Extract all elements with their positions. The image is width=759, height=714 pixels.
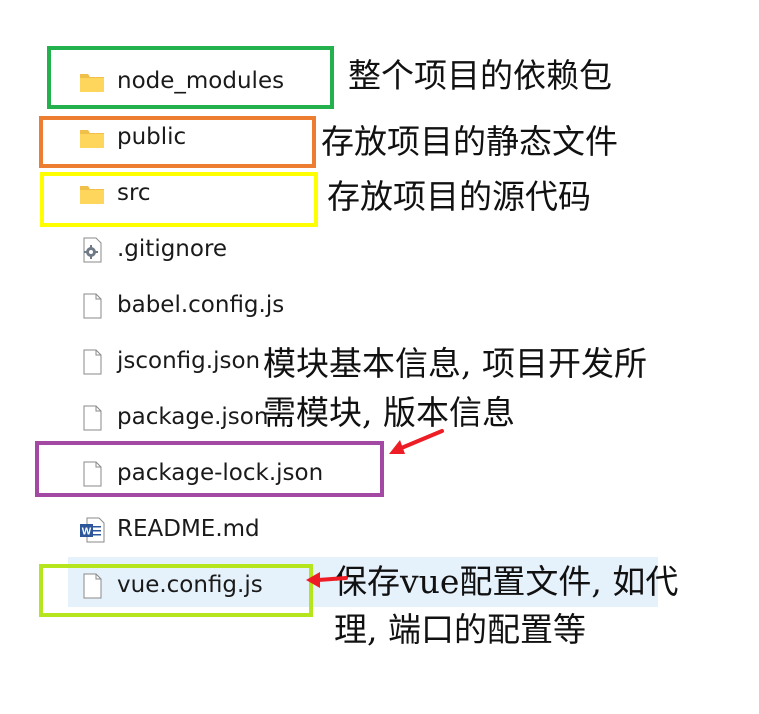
red-arrow-icon: [389, 429, 444, 454]
vue-config-highlight-box: [39, 564, 313, 617]
file-name: .gitignore: [117, 236, 228, 262]
file-name: package-lock.json: [117, 460, 324, 486]
file-icon: [83, 405, 102, 431]
file-row-babel-config[interactable]: babel.config.js: [70, 281, 410, 329]
vue-config-annotation-line1: 保存vue配置文件, 如代: [334, 562, 679, 601]
word-document-icon: W: [80, 517, 105, 543]
file-row-vue-config[interactable]: vue.config.js: [70, 561, 410, 609]
file-row-public[interactable]: public: [70, 113, 410, 161]
public-annotation: 存放项目的静态文件: [321, 122, 618, 161]
file-name: jsconfig.json: [117, 348, 261, 374]
file-row-node-modules[interactable]: node_modules: [70, 57, 410, 105]
file-icon: [83, 349, 102, 375]
file-name: vue.config.js: [117, 572, 263, 598]
file-row-jsconfig[interactable]: jsconfig.json: [70, 337, 410, 385]
file-row-gitignore[interactable]: .gitignore: [70, 225, 410, 273]
file-name: node_modules: [117, 68, 285, 94]
file-row-readme[interactable]: W README.md: [70, 505, 410, 553]
node-modules-highlight-box: [47, 46, 334, 109]
file-row-src[interactable]: src: [70, 169, 410, 217]
src-highlight-box: [40, 172, 318, 227]
package-lock-highlight-box: [35, 441, 384, 497]
file-icon: [83, 573, 102, 599]
vue-config-annotation-line2: 理, 端口的配置等: [334, 610, 586, 649]
gear-file-icon: [83, 237, 102, 263]
file-name: README.md: [117, 516, 260, 542]
src-annotation: 存放项目的源代码: [327, 177, 591, 216]
red-arrow-icon: [306, 572, 348, 588]
package-annotation-line1: 模块基本信息, 项目开发所: [263, 344, 647, 383]
file-name: babel.config.js: [117, 292, 285, 318]
folder-icon: [80, 74, 104, 92]
file-icon: [83, 461, 102, 487]
svg-text:W: W: [82, 527, 92, 538]
folder-icon: [80, 130, 104, 148]
file-row-package-json[interactable]: package.json: [70, 393, 410, 441]
folder-icon: [80, 186, 104, 204]
file-name: public: [117, 124, 187, 150]
node-modules-annotation: 整个项目的依赖包: [348, 56, 612, 95]
public-highlight-box: [39, 116, 316, 168]
file-row-package-lock[interactable]: package-lock.json: [70, 449, 410, 497]
file-name: src: [117, 180, 151, 206]
file-icon: [83, 293, 102, 319]
file-name: package.json: [117, 404, 269, 430]
package-annotation-line2: 需模块, 版本信息: [263, 393, 515, 432]
